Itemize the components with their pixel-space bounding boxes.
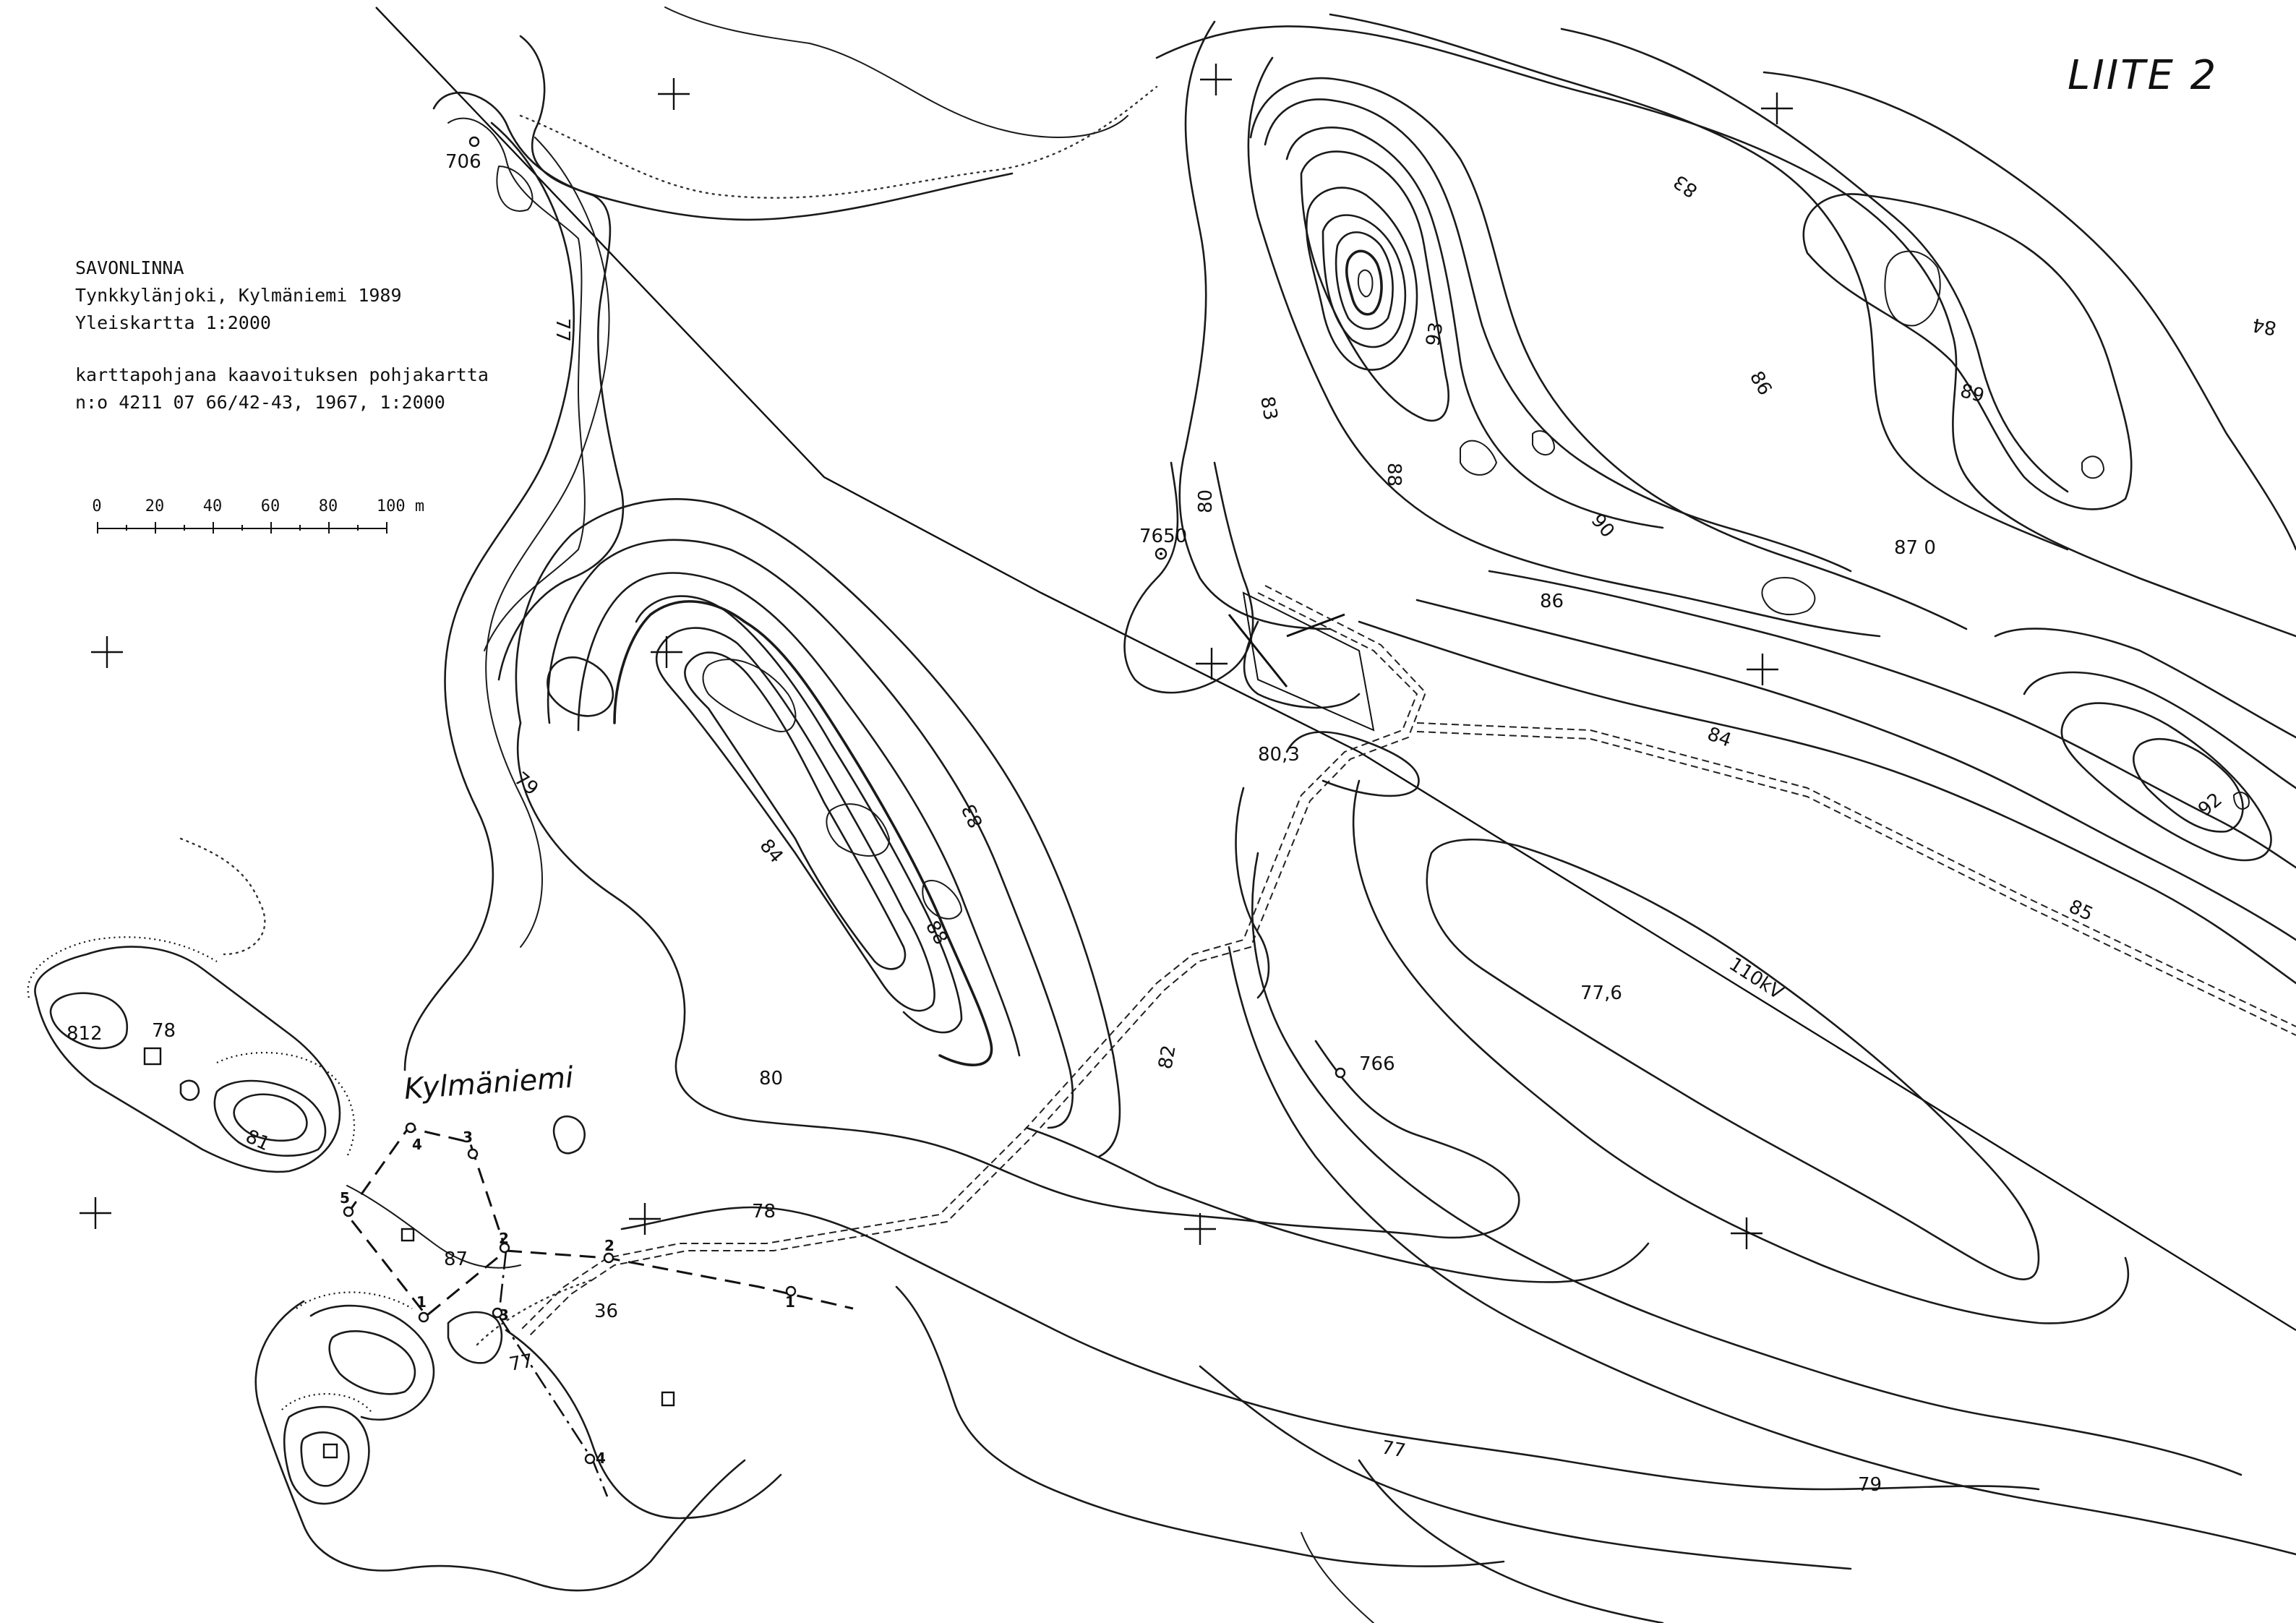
contour-label: 78: [152, 1020, 176, 1042]
boundary-point-numbers: 4 3 2 1 5 2 1 3 4: [340, 1129, 795, 1467]
legend-scale: Yleiskartta 1:2000: [75, 312, 271, 333]
spot-height-label: 706: [445, 151, 481, 173]
contour-label: 81: [242, 1126, 273, 1155]
scale-label: 80: [318, 497, 338, 515]
scale-label: 20: [145, 497, 165, 515]
contour-label: 80: [1195, 489, 1217, 513]
contour-label: 92: [2194, 789, 2227, 821]
scale-label: 100 m: [376, 497, 425, 515]
contour-label: 83: [1256, 395, 1281, 422]
contour-label: 88: [1383, 463, 1405, 487]
spot-height-label: 87 0: [1894, 537, 1936, 559]
legend-city: SAVONLINNA: [75, 257, 184, 278]
spot-height-label: 766: [1359, 1053, 1395, 1075]
place-name: Kylmäniemi: [403, 1061, 574, 1106]
boundary-point-number: 3: [499, 1306, 509, 1324]
contour-label: 83: [958, 800, 988, 831]
boundary-point-number: 2: [604, 1237, 614, 1254]
legend-basemap: karttapohjana kaavoituksen pohjakartta: [75, 364, 489, 385]
boundary-point-markers: [343, 1122, 797, 1465]
spot-height-label: 812: [67, 1023, 103, 1045]
contour-label: 86: [1745, 368, 1776, 400]
contour-label: 89: [1958, 380, 1987, 408]
contour-label: 77: [552, 318, 573, 342]
boundary-point-number: 2: [499, 1230, 509, 1247]
spot-height-label: 77,6: [1580, 982, 1622, 1004]
legend-area: Tynkkylänjoki, Kylmäniemi 1989: [75, 285, 402, 306]
boundary-point-number: 4: [412, 1136, 422, 1153]
contour-label: 85: [2065, 896, 2096, 925]
map-legend: SAVONLINNA Tynkkylänjoki, Kylmäniemi 198…: [75, 254, 552, 416]
building-symbols: [143, 591, 1375, 1459]
scale-bar: 0 20 40 60 80 100 m: [90, 497, 425, 548]
contour-label: 80: [759, 1068, 783, 1089]
boundary-point-number: 4: [596, 1449, 606, 1467]
boundary-point-number: 5: [340, 1189, 350, 1207]
spot-height-labels: 706 7650 80,3 87 0 77,6 766 812: [67, 151, 1936, 1075]
contour-label: 77: [1380, 1436, 1408, 1462]
contour-label: 90: [1587, 510, 1619, 542]
contour-label: 84: [755, 835, 787, 868]
scale-label: 0: [92, 497, 102, 515]
power-line: [375, 7, 2296, 1332]
contour-label: 78: [752, 1201, 776, 1222]
scale-label: 40: [202, 497, 223, 515]
contour-label: 79: [1858, 1474, 1882, 1496]
contour-label: 93: [1422, 320, 1447, 348]
contour-label: 86: [1540, 591, 1564, 612]
contour-label: 77: [507, 1350, 535, 1376]
contour-label: 88: [921, 917, 952, 949]
grid-crosses: [80, 64, 1793, 1249]
legend-basemap-number: n:o 4211 07 66/42-43, 1967, 1:2000: [75, 392, 445, 413]
contour-label: 83: [1670, 170, 1702, 202]
contour-lines: [34, 7, 2296, 1623]
contour-label: 84: [2250, 313, 2278, 338]
contour-label: 79: [510, 768, 543, 800]
sheet-title: LIITE 2: [2068, 52, 2219, 99]
boundary-point-number: 1: [416, 1293, 427, 1311]
boundary-point-number: 1: [785, 1293, 795, 1311]
spot-height-label: 7650: [1139, 526, 1187, 547]
embankment-hatching: [27, 936, 413, 1414]
contour-label: 87: [444, 1249, 468, 1270]
contour-label: 36: [594, 1301, 618, 1322]
shoreline-dotted: [179, 85, 1158, 1346]
contour-label: 82: [1155, 1043, 1180, 1071]
scale-label: 60: [260, 497, 280, 515]
boundary-point-number: 3: [463, 1129, 473, 1146]
spot-height-markers: [468, 136, 1346, 1079]
road: [520, 585, 2296, 1338]
spot-height-label: 80,3: [1258, 744, 1300, 766]
property-boundaries: [346, 1126, 854, 1497]
